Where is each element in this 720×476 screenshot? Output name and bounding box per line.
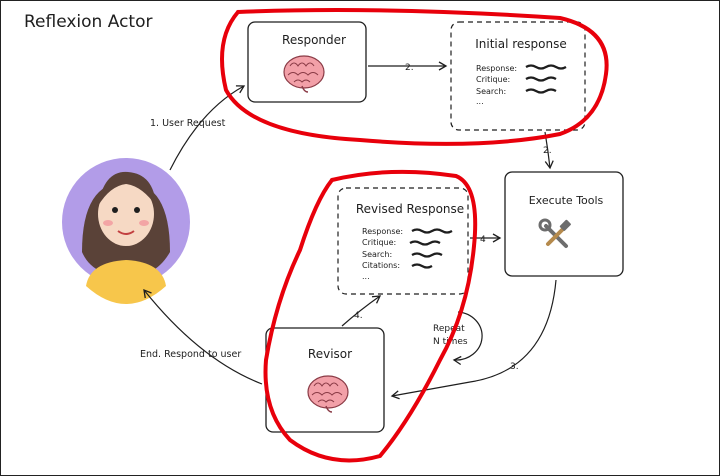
initial-field-more: ... bbox=[476, 97, 484, 106]
revised-field-search: Search: bbox=[362, 250, 392, 259]
revisor-node: Revisor bbox=[265, 327, 385, 433]
revised-response-node: Revised Response Response: Critique: Sea… bbox=[337, 187, 469, 295]
squiggle-icon bbox=[525, 64, 567, 70]
revisor-to-revised-label: 4. bbox=[354, 311, 363, 321]
diagram-title: Reflexion Actor bbox=[24, 12, 152, 32]
end-label: End. Respond to user bbox=[140, 349, 241, 360]
revised-field-citations: Citations: bbox=[362, 261, 400, 270]
squiggle-icon bbox=[411, 263, 433, 269]
user-avatar bbox=[62, 158, 190, 304]
squiggle-icon bbox=[411, 252, 443, 258]
squiggle-icon bbox=[409, 240, 441, 246]
initial-field-search: Search: bbox=[476, 87, 506, 96]
tools-to-revisor-arrow bbox=[390, 279, 557, 400]
highlight-bottom bbox=[263, 169, 478, 463]
repeat-label-line1: Repeat bbox=[433, 324, 465, 334]
initial-field-response: Response: bbox=[476, 64, 517, 73]
user-request-arrow bbox=[169, 85, 246, 171]
responder-label: Responder bbox=[282, 33, 346, 47]
revised-field-response: Response: bbox=[362, 227, 403, 236]
squiggle-icon bbox=[525, 88, 557, 94]
execute-tools-label: Execute Tools bbox=[529, 194, 604, 207]
end-arrow bbox=[143, 288, 263, 385]
initial-field-critique: Critique: bbox=[476, 75, 510, 84]
squiggle-icon bbox=[525, 76, 557, 82]
revised-field-critique: Critique: bbox=[362, 238, 396, 247]
revised-response-title: Revised Response bbox=[356, 202, 464, 216]
responder-to-initial-label: 2. bbox=[405, 63, 414, 73]
revisor-label: Revisor bbox=[308, 347, 352, 361]
revisor-to-revised-arrow bbox=[341, 295, 382, 327]
initial-response-title: Initial response bbox=[475, 37, 567, 51]
execute-tools-node: Execute Tools bbox=[504, 171, 624, 277]
user-request-label: 1. User Request bbox=[150, 118, 226, 129]
revised-field-more: ... bbox=[362, 272, 370, 281]
responder-node: Responder bbox=[247, 21, 367, 103]
initial-to-tools-label: 2. bbox=[543, 146, 552, 156]
revised-to-tools-label: 4 bbox=[480, 235, 486, 245]
tools-icon bbox=[538, 218, 571, 248]
initial-response-node: Initial response Response: Critique: Sea… bbox=[450, 21, 586, 131]
squiggle-icon bbox=[411, 228, 453, 234]
highlight-top bbox=[220, 8, 609, 146]
tools-to-revisor-label: 3. bbox=[510, 362, 519, 372]
